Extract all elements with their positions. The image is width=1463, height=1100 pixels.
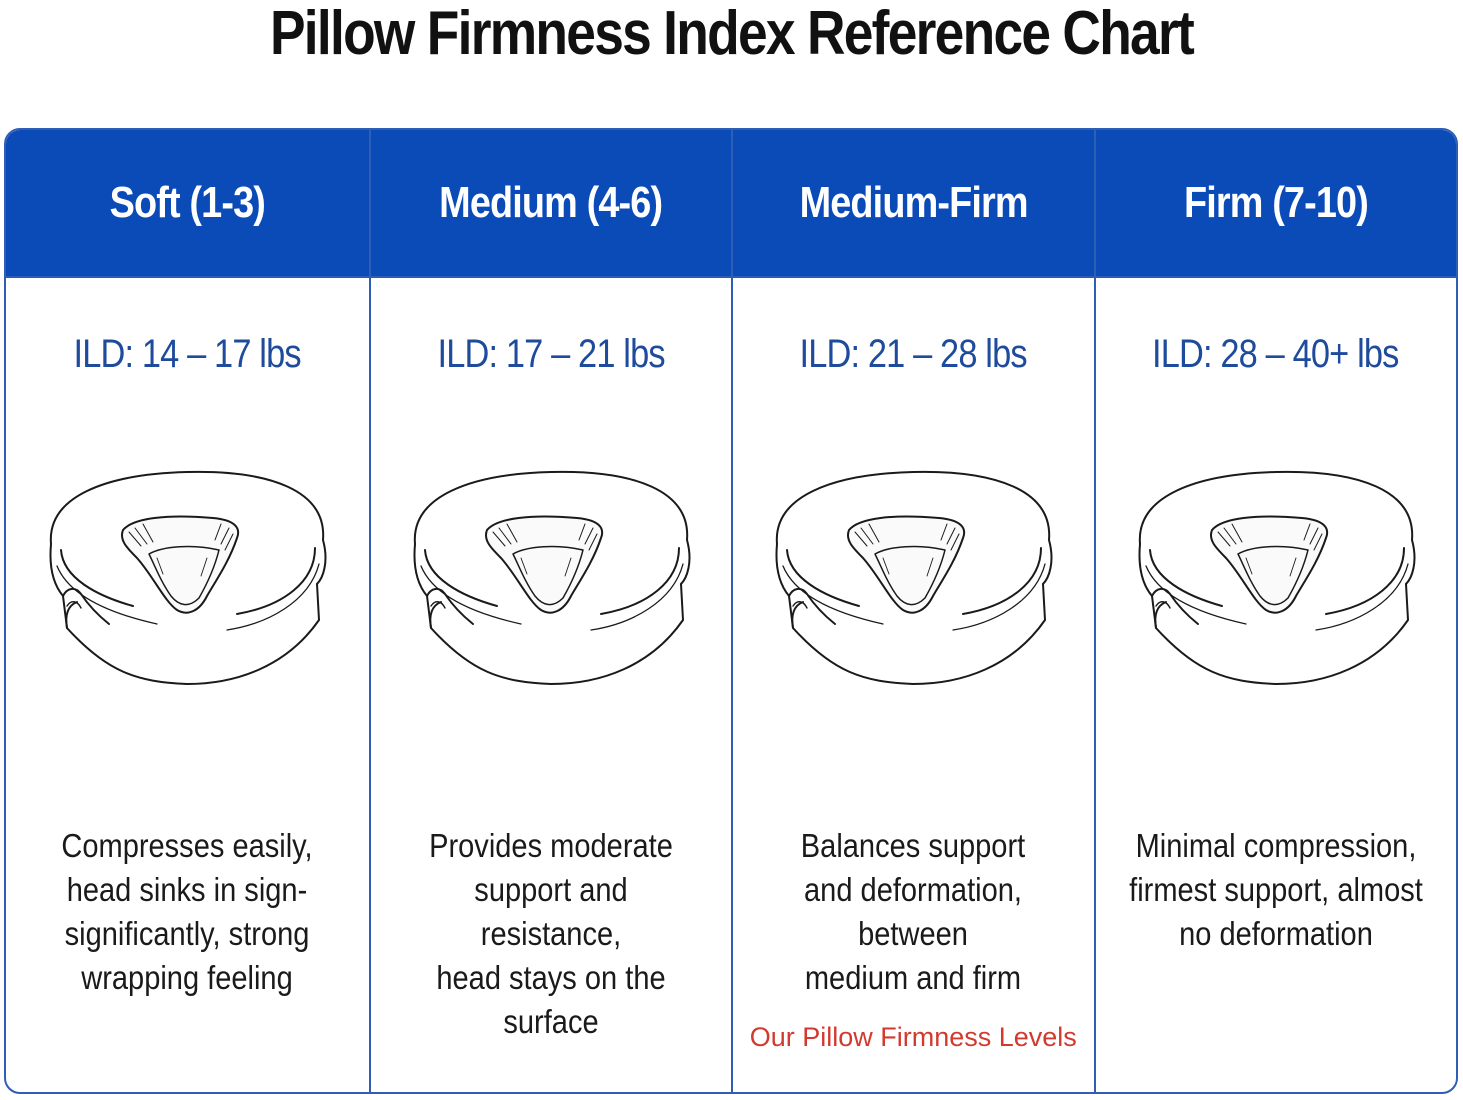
firmness-description: Provides moderate support and resistance… <box>428 827 673 1040</box>
column-header: Medium (4-6) <box>370 130 731 278</box>
column-header-label: Firm (7-10) <box>1183 178 1369 227</box>
page-title: Pillow Firmness Index Reference Chart <box>269 0 1195 68</box>
firmness-note: Our Pillow Firmness Levels <box>749 1022 1077 1052</box>
firmness-description: Minimal compression, firmest support, al… <box>1128 827 1423 952</box>
column-header: Firm (7-10) <box>1095 130 1456 278</box>
ild-range: ILD: 21 – 28 lbs <box>799 332 1028 376</box>
pillow-icon <box>37 466 337 696</box>
column-header: Soft (1-3) <box>6 130 369 278</box>
pillow-icon <box>1126 466 1426 696</box>
ild-range: ILD: 28 – 40+ lbs <box>1152 332 1400 376</box>
firmness-description: Compresses easily, head sinks in sign- s… <box>61 827 313 996</box>
ild-range: ILD: 17 – 21 lbs <box>437 332 665 376</box>
column-header-label: Medium (4-6) <box>439 178 663 227</box>
ild-range: ILD: 14 – 17 lbs <box>73 332 302 376</box>
column-header: Medium-Firm <box>733 130 1094 278</box>
pillow-icon <box>401 466 701 696</box>
firmness-description: Balances support and deformation, betwee… <box>801 827 1026 996</box>
column-header-label: Medium-Firm <box>799 178 1028 227</box>
pillow-icon <box>763 466 1063 696</box>
column-header-label: Soft (1-3) <box>109 178 266 227</box>
